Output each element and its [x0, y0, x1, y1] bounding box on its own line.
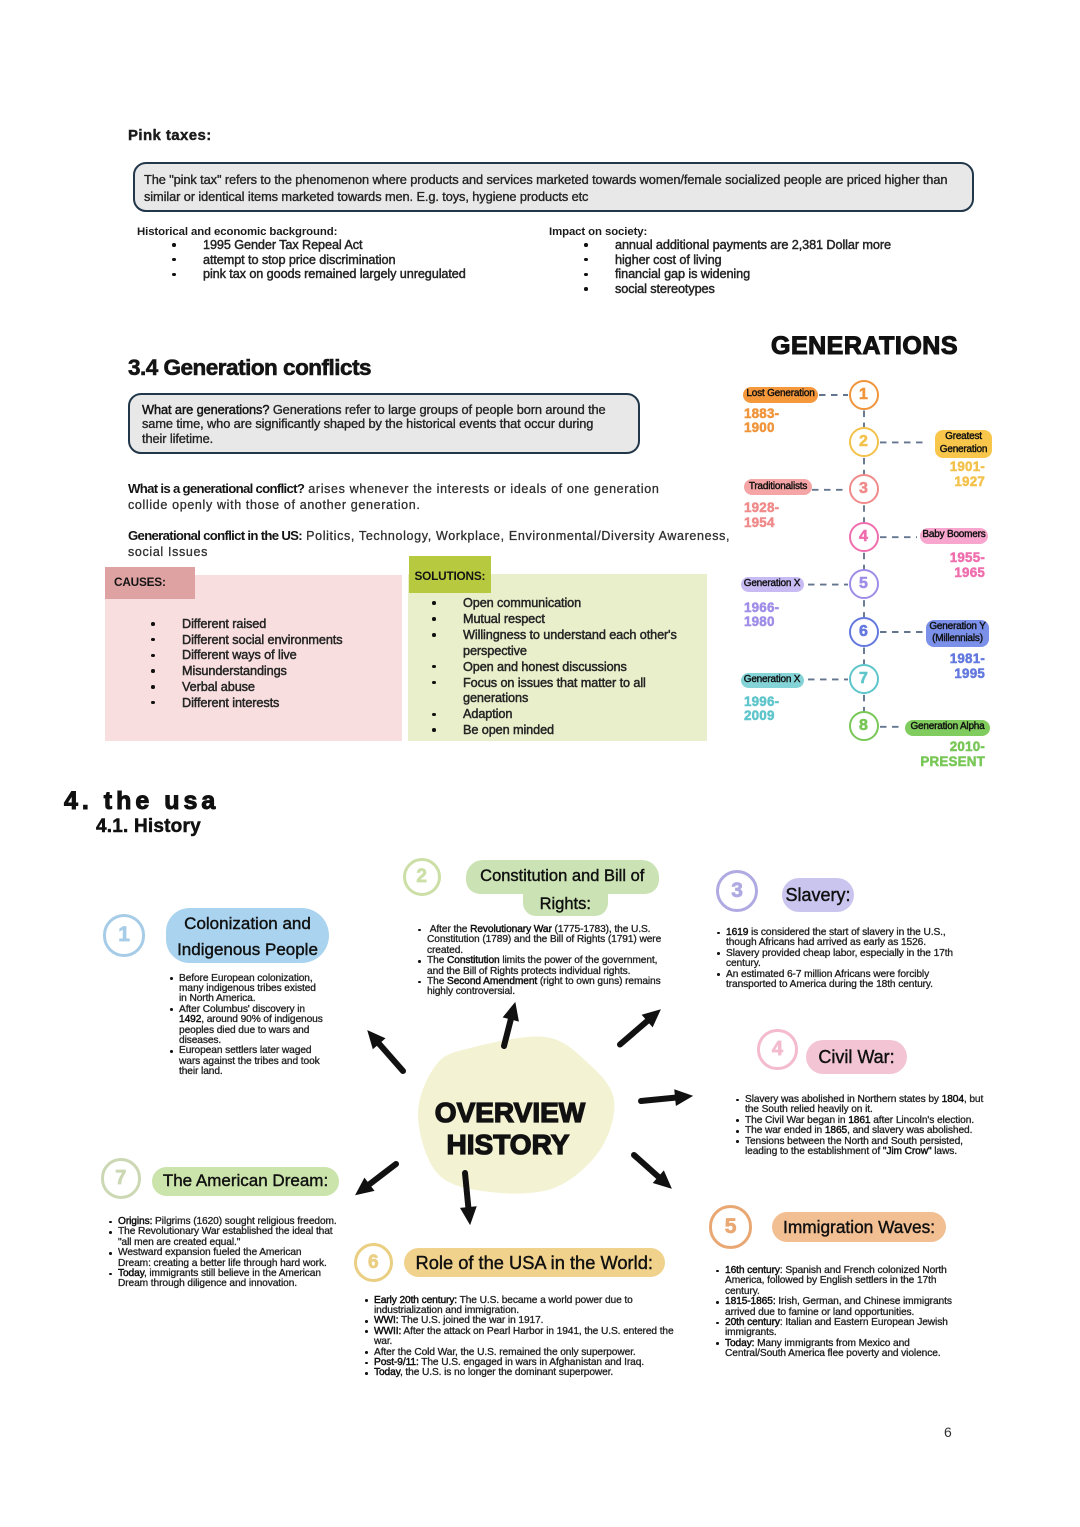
svg-text:OVERVIEW: OVERVIEW: [435, 1097, 586, 1128]
svg-text:HISTORY: HISTORY: [447, 1129, 570, 1160]
